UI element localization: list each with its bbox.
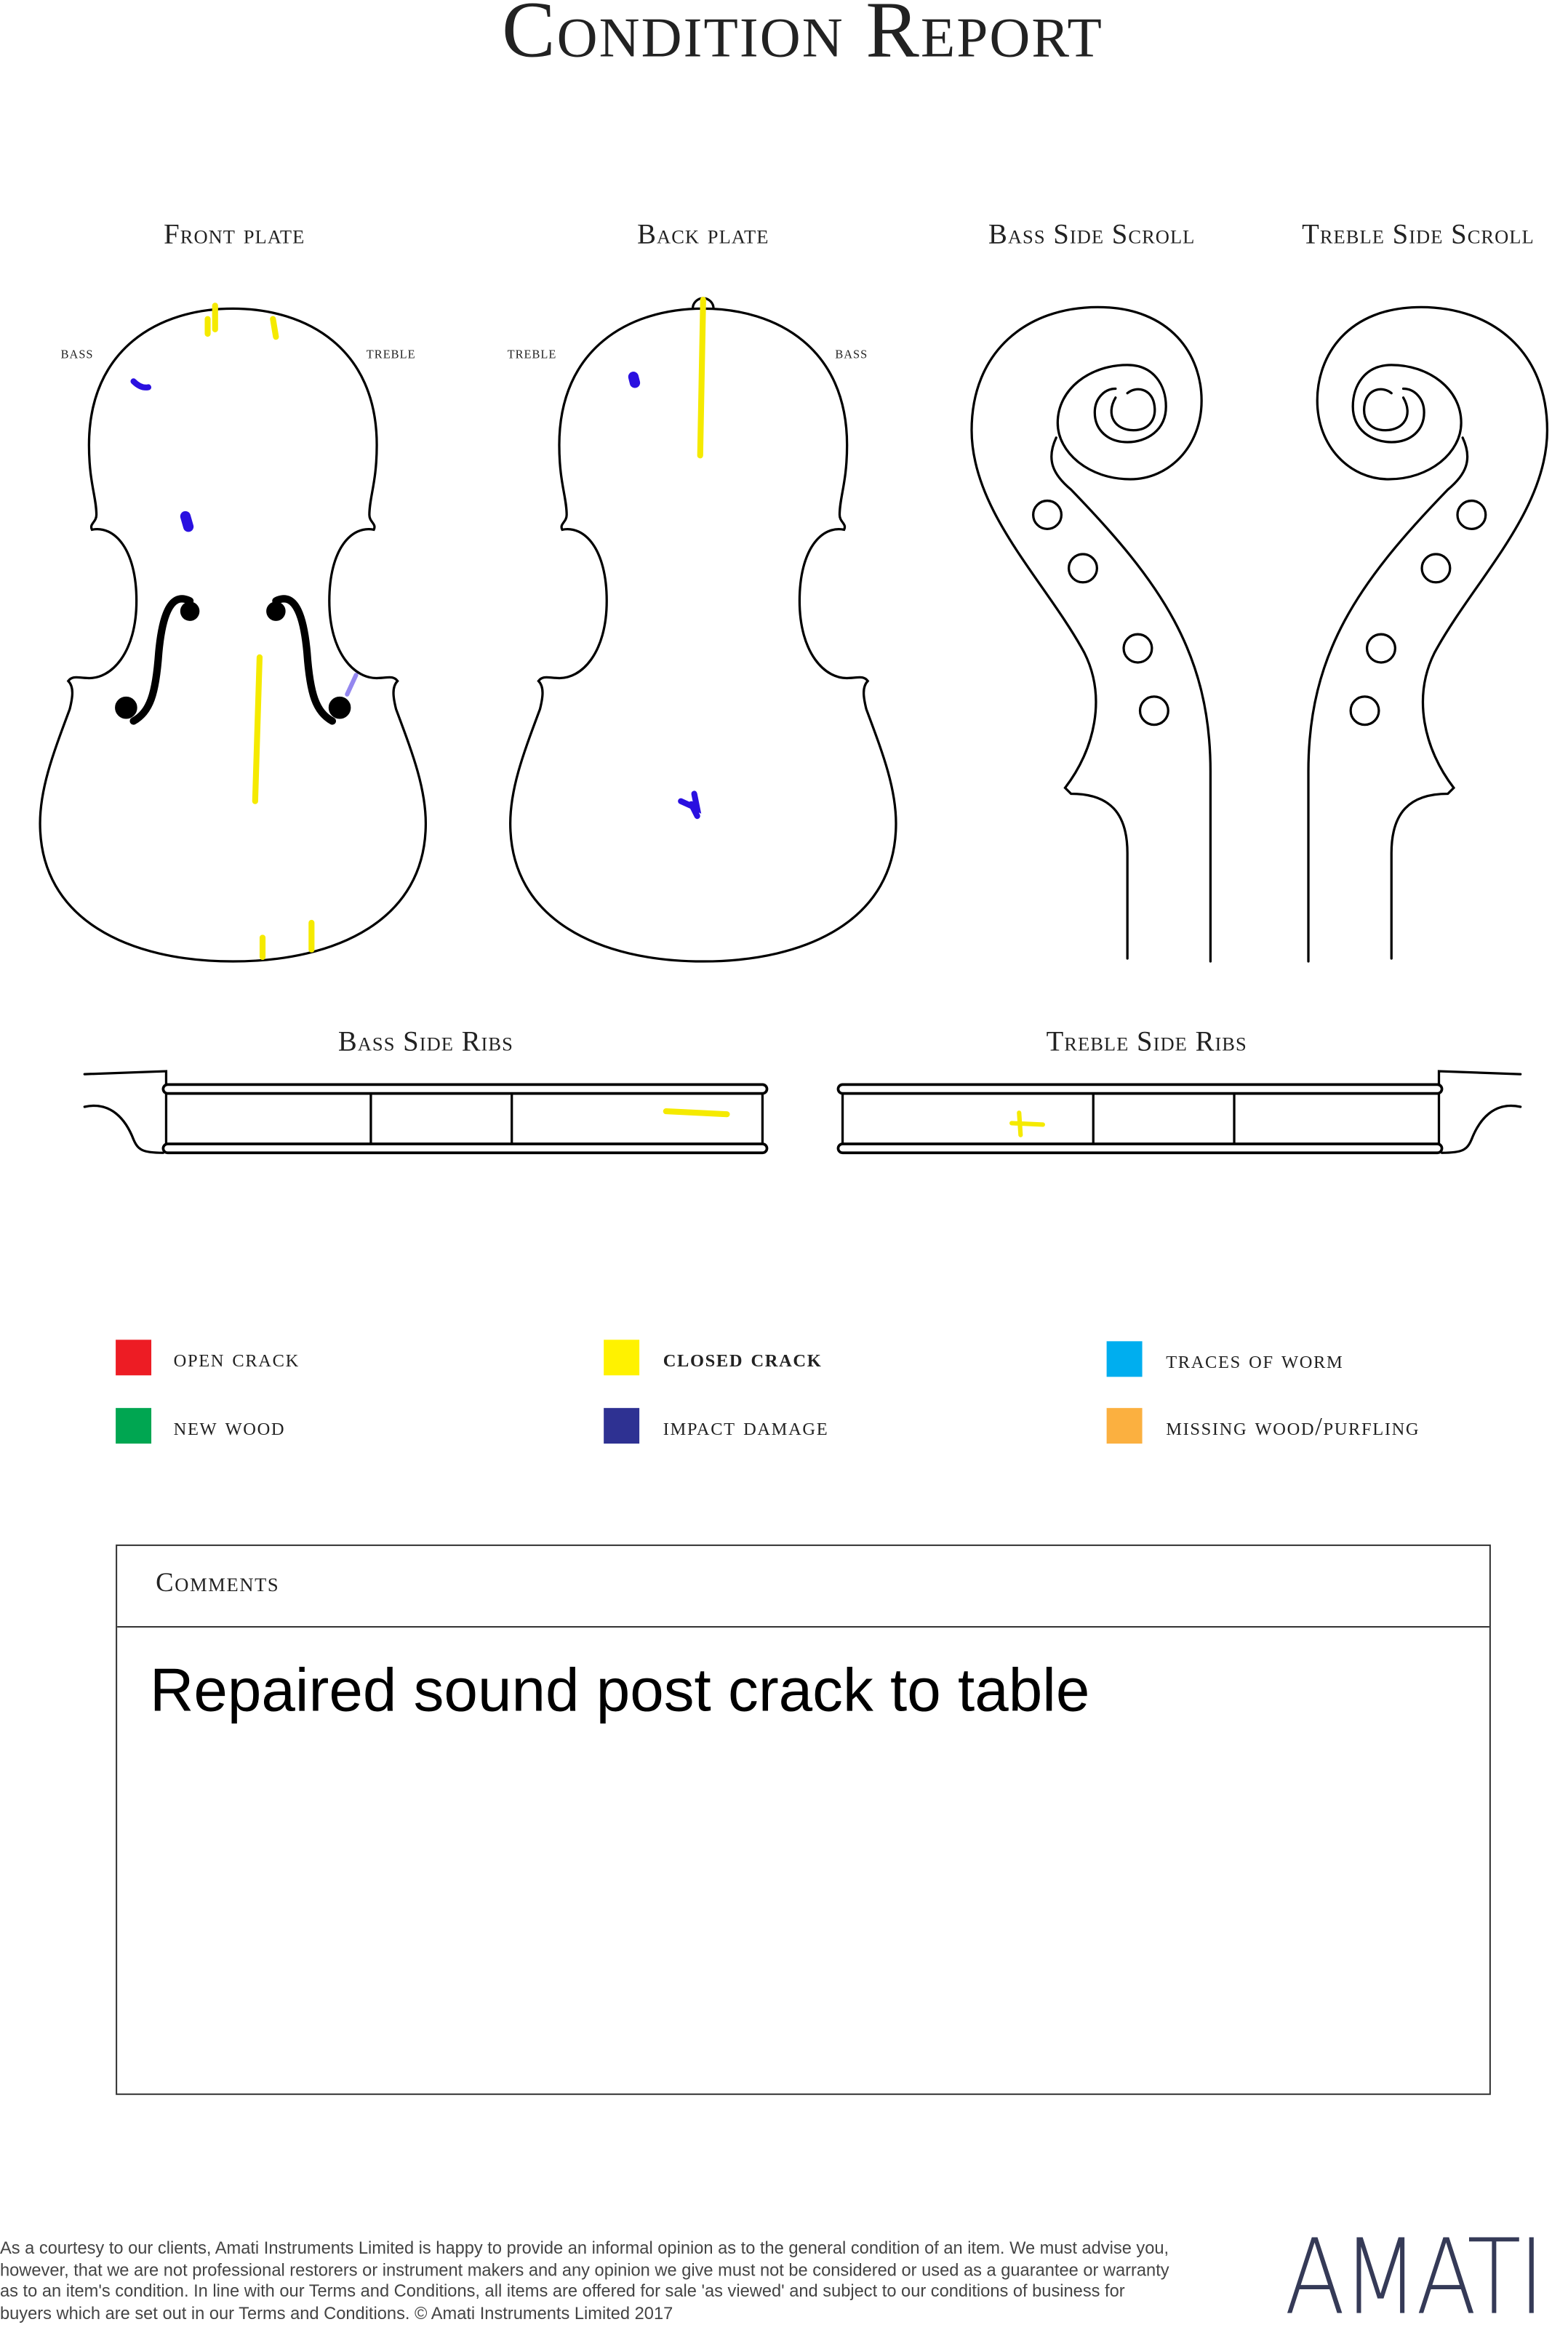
treble-side-ribs-label: Treble Side Ribs (1046, 1026, 1247, 1058)
back-treble-side-label: treble (507, 342, 557, 363)
peg-holes (1032, 499, 1169, 726)
bass-side-ribs-diagram (83, 1070, 769, 1155)
bass-side-ribs-label: Bass Side Ribs (337, 1026, 513, 1058)
front-plate-diagram (39, 303, 428, 963)
open-crack-swatch (116, 1340, 152, 1376)
rib-neck-stub (83, 1070, 168, 1154)
treble-side-scroll-diagram (1307, 305, 1549, 963)
bass-side-scroll-diagram (970, 305, 1212, 963)
comments-header: Comments (117, 1546, 1489, 1628)
scroll-eye (1110, 388, 1156, 432)
treble-side-ribs-diagram (836, 1070, 1522, 1155)
bass-side-scroll-label: Bass Side Scroll (988, 219, 1196, 251)
back-plate-diagram (509, 297, 897, 963)
back-plate-label: Back plate (637, 219, 769, 251)
amati-logo: AMATI (1284, 2217, 1544, 2338)
missing-wood-swatch (1106, 1408, 1143, 1444)
legend-label: open crack (173, 1344, 300, 1373)
legend-label: impact damage (663, 1412, 829, 1441)
scroll-outline (970, 305, 1203, 960)
impact-damage-swatch (604, 1408, 640, 1444)
legend-label: closed crack (663, 1344, 823, 1373)
footer-disclaimer: As a courtesy to our clients, Amati Inst… (0, 2238, 1169, 2323)
comments-text: Repaired sound post crack to table (150, 1655, 1090, 1724)
front-bass-side-label: bass (60, 342, 94, 363)
new-wood-swatch (116, 1408, 152, 1444)
front-plate-outline (39, 307, 428, 963)
closed-crack-marks (697, 297, 706, 459)
rib-closed-crack-marks (663, 1108, 1045, 1137)
closed-crack-swatch (604, 1340, 640, 1376)
f-hole-treble (266, 595, 351, 725)
f-holes (115, 595, 351, 725)
page-title: Condition Report (502, 0, 1103, 75)
pegbox-edge (1050, 436, 1212, 963)
treble-side-scroll-label: Treble Side Scroll (1302, 219, 1535, 251)
impact-damage-marks (628, 372, 702, 820)
front-plate-label: Front plate (164, 219, 305, 251)
comments-box: Comments Repaired sound post crack to ta… (116, 1544, 1491, 2095)
f-hole-bass (115, 595, 200, 725)
legend-label: traces of worm (1166, 1345, 1344, 1374)
legend-label: new wood (173, 1412, 286, 1441)
front-treble-side-label: treble (366, 342, 416, 363)
traces-of-worm-swatch (1106, 1341, 1143, 1377)
comments-label: Comments (156, 1567, 280, 1598)
back-plate-outline (509, 307, 897, 963)
back-bass-side-label: bass (835, 342, 868, 363)
closed-crack-marks (204, 303, 315, 961)
legend-label: missing wood/purfling (1166, 1412, 1420, 1441)
impact-damage-marks (130, 378, 359, 697)
